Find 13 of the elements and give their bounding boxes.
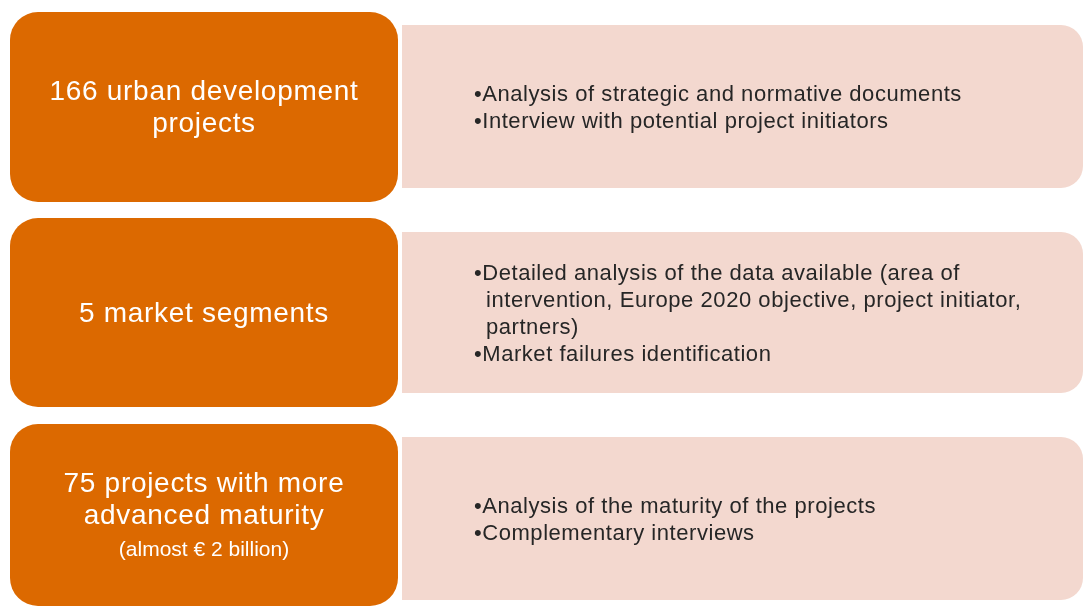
bullet-item: •Interview with potential project initiators <box>474 106 890 134</box>
bullet-item: •Market failures identification <box>474 339 773 367</box>
stage-box <box>10 218 398 407</box>
stage-title: 166 urban development projects <box>48 75 360 139</box>
stage-title: 75 projects with more advanced maturity <box>62 467 346 531</box>
stage-box <box>10 424 398 606</box>
stage-note: (almost € 2 billion) <box>118 536 290 562</box>
bullet-item: •Analysis of strategic and normative documents <box>474 79 963 107</box>
bullet-item: •Analysis of the maturity of the projects <box>474 491 877 519</box>
stage-box <box>10 12 398 202</box>
bullet-item: •Complementary interviews <box>474 518 756 546</box>
stage-title: 5 market segments <box>79 296 329 329</box>
bullet-item: •Detailed analysis of the data available (area of intervention, Europe 2020 objective, project initiator, partners) <box>474 258 1023 340</box>
